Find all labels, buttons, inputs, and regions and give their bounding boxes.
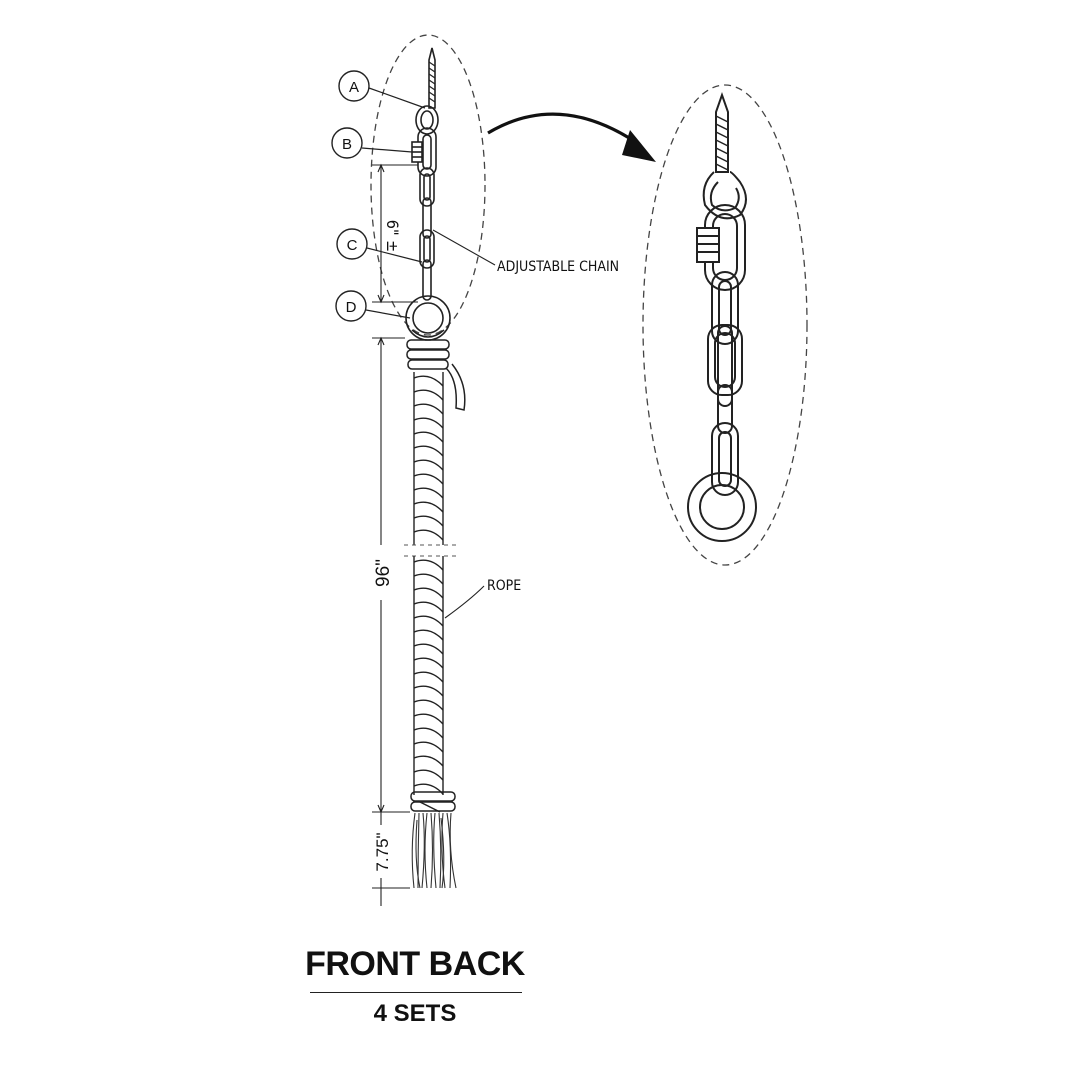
detail-screw-eye [702,91,747,220]
svg-text:A: A [349,79,359,96]
callout-c: C [336,228,423,263]
dimension-tail [372,812,410,906]
callout-d: D [335,290,411,322]
subtitle: 4 SETS [373,1000,457,1027]
rope-bottom-wrap [410,791,456,813]
rope-frayed-tail [411,812,457,889]
title-divider [310,992,522,993]
dimension-tail-label: 7.75" [373,832,392,871]
detail-circle-left [370,34,486,336]
svg-text:D: D [346,299,357,316]
detail-arrow [487,112,656,162]
rope-upper [413,372,444,545]
annotation-adjustable-chain: ADJUSTABLE CHAIN [432,229,619,275]
dimension-rope-label: 96" [373,559,394,587]
dimension-rope [372,336,410,814]
adjustable-chain [419,167,435,301]
svg-text:ADJUSTABLE CHAIN: ADJUSTABLE CHAIN [497,259,619,275]
detail-o-ring [687,472,757,542]
callout-b: B [331,127,413,159]
callout-a: A [338,70,426,109]
detail-chain [707,271,743,496]
svg-text:C: C [347,237,358,254]
svg-text:B: B [342,136,352,153]
screw-eye-hook [415,47,439,135]
rope-top-wrap [406,329,466,411]
rope-break-marks [404,544,456,557]
o-ring [405,295,451,341]
dimension-chain-label: 6" ± [383,220,402,252]
annotation-rope: ROPE [444,578,521,619]
dimension-chain [372,163,418,304]
title: FRONT BACK [305,945,525,983]
rope-lower [413,556,444,795]
svg-text:ROPE: ROPE [487,578,521,594]
detail-circle-right [642,84,808,566]
